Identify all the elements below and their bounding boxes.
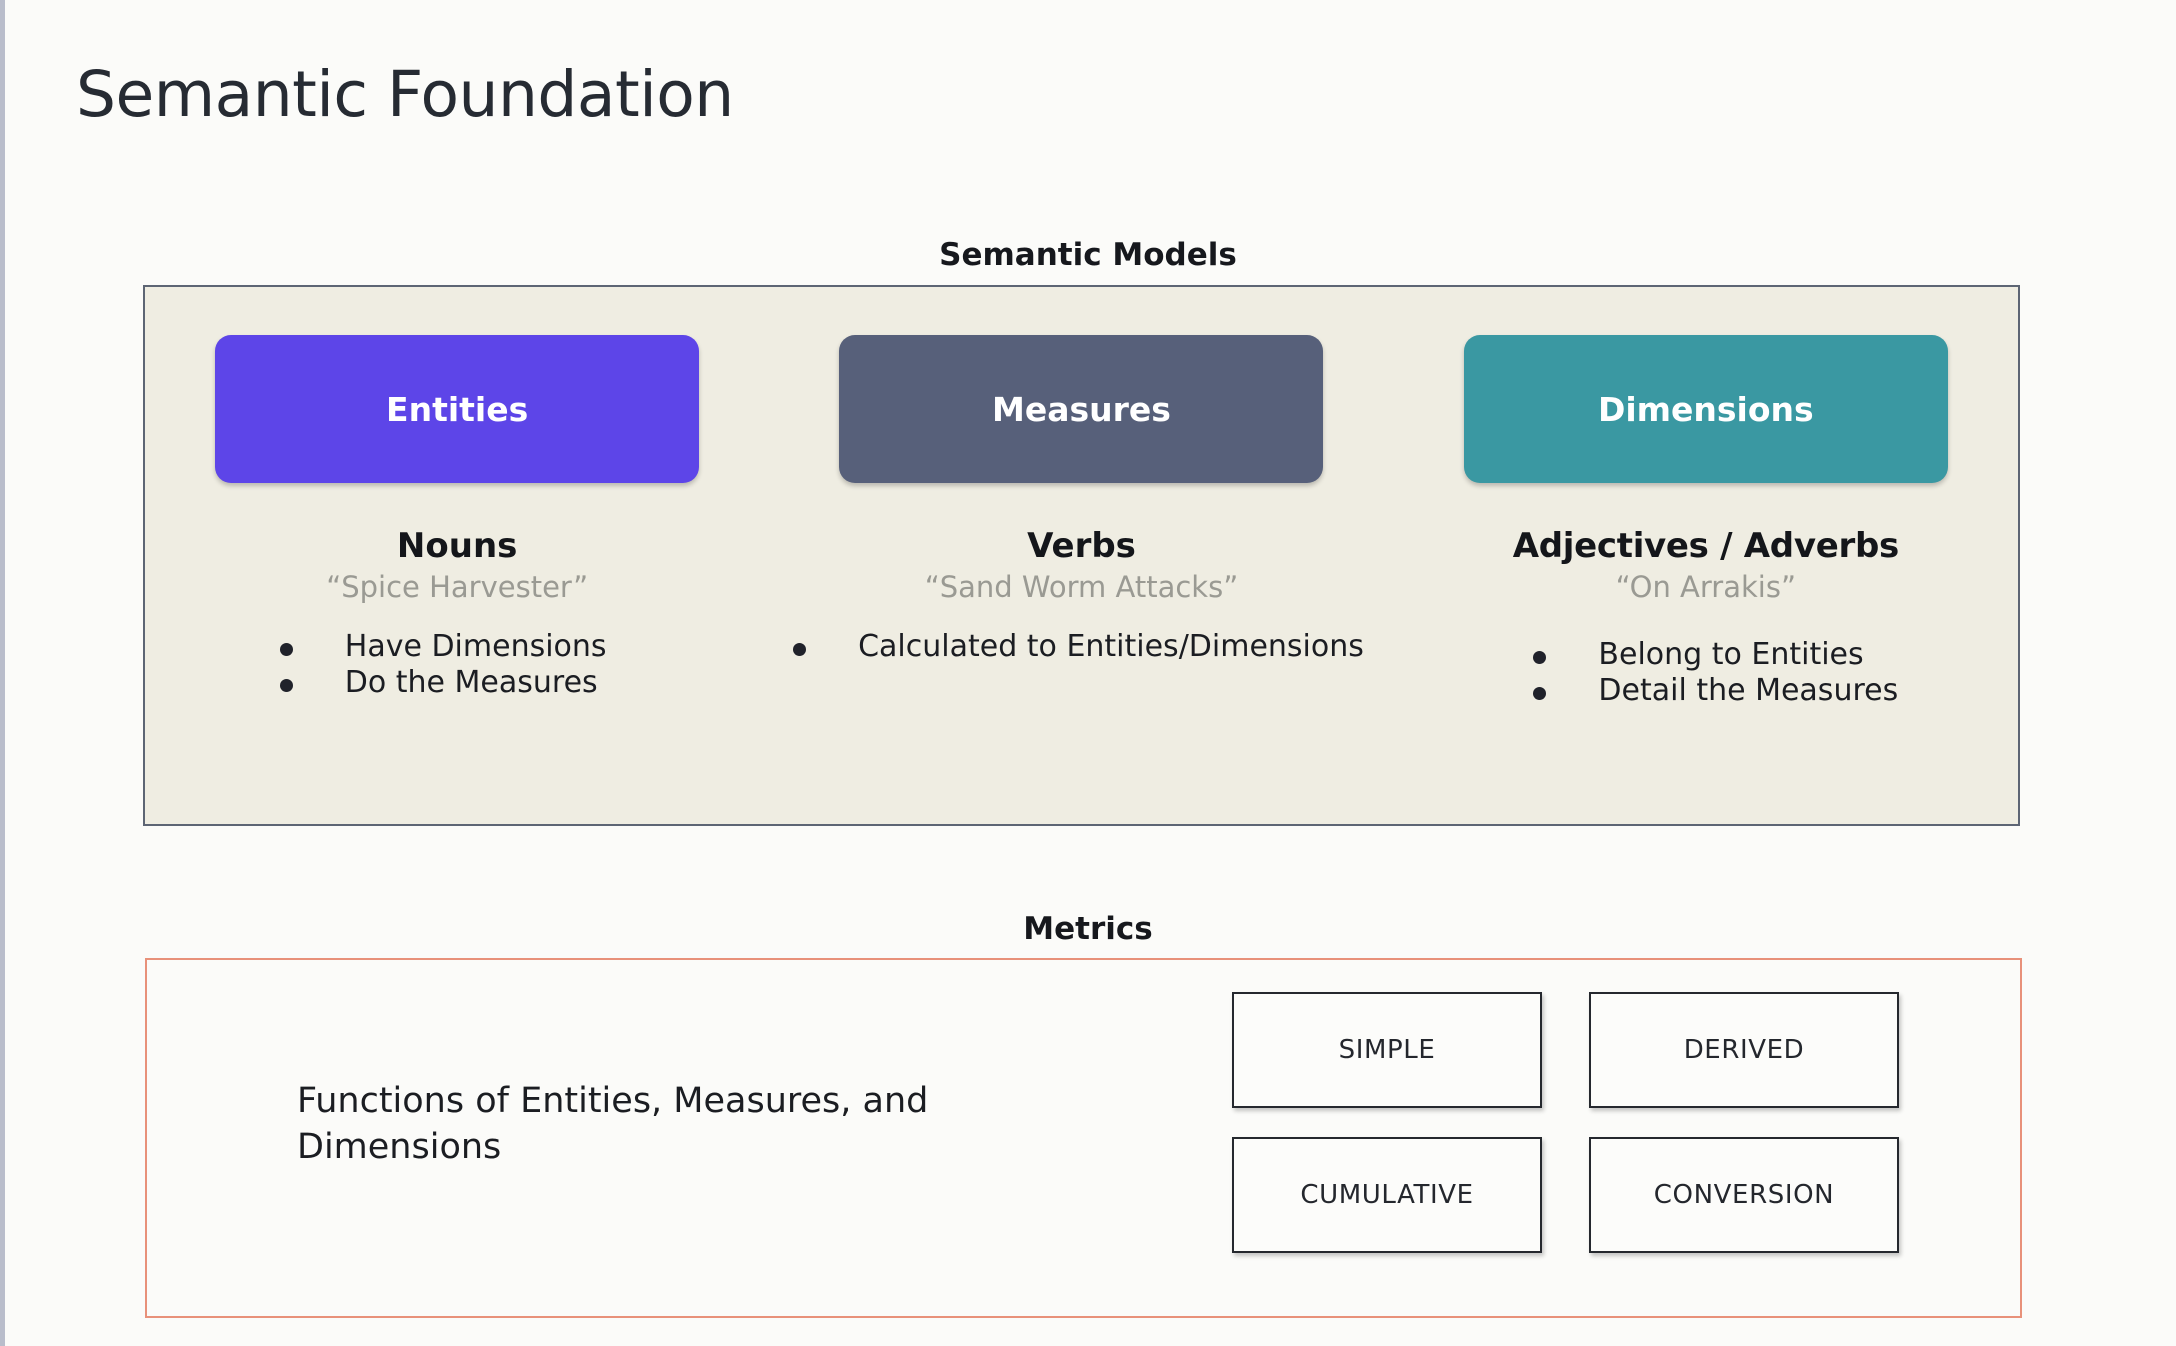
dimensions-bullet-text: Belong to Entities (1598, 637, 1864, 672)
metrics-type-grid: SIMPLE DERIVED CUMULATIVE CONVERSION (1232, 992, 1899, 1253)
dimensions-example: “On Arrakis” (1615, 570, 1796, 604)
bullet-dot-icon (793, 643, 807, 656)
measures-bullet-list: Calculated to Entities/Dimensions (793, 629, 1364, 666)
semantic-models-grid: Entities Nouns “Spice Harvester” Have Di… (145, 287, 2018, 824)
dimensions-pill[interactable]: Dimensions (1463, 335, 1948, 483)
measures-pill[interactable]: Measures (839, 335, 1324, 483)
measures-part-of-speech: Verbs (1027, 526, 1136, 566)
metrics-panel: Functions of Entities, Measures, and Dim… (145, 958, 2022, 1318)
metrics-caption: Metrics (1023, 911, 1153, 947)
metric-type-derived[interactable]: DERIVED (1589, 992, 1899, 1108)
list-item: Belong to Entities (1533, 637, 1898, 672)
dimensions-bullet-text: Detail the Measures (1598, 673, 1899, 709)
semantic-model-column-dimensions: Dimensions Adjectives / Adverbs “On Arra… (1394, 287, 2018, 824)
page-title: Semantic Foundation (76, 58, 734, 131)
metrics-description: Functions of Entities, Measures, and Dim… (297, 1081, 929, 1168)
list-item: Do the Measures (279, 665, 607, 701)
semantic-models-caption: Semantic Models (939, 237, 1237, 273)
metric-type-simple[interactable]: SIMPLE (1232, 992, 1542, 1108)
semantic-models-panel: Entities Nouns “Spice Harvester” Have Di… (143, 285, 2020, 826)
entities-bullet-text: Have Dimensions (344, 629, 607, 664)
dimensions-bullet-list: Belong to Entities Detail the Measures (1533, 637, 1899, 710)
list-item: Have Dimensions (279, 629, 607, 664)
metric-type-conversion[interactable]: CONVERSION (1589, 1137, 1899, 1253)
list-item: Detail the Measures (1533, 673, 1899, 709)
measures-example: “Sand Worm Attacks” (924, 570, 1239, 604)
entities-bullet-list: Have Dimensions Do the Measures (279, 629, 607, 702)
dimensions-part-of-speech: Adjectives / Adverbs (1512, 526, 1900, 566)
entities-example: “Spice Harvester” (326, 570, 589, 604)
measures-bullet-text: Calculated to Entities/Dimensions (858, 629, 1364, 664)
bullet-dot-icon (279, 679, 293, 693)
bullet-dot-icon (1533, 651, 1547, 664)
metric-type-cumulative[interactable]: CUMULATIVE (1232, 1137, 1542, 1253)
entities-bullet-text: Do the Measures (344, 665, 598, 701)
entities-pill[interactable]: Entities (215, 335, 700, 483)
slide-left-edge (0, 0, 5, 1346)
list-item: Calculated to Entities/Dimensions (793, 629, 1364, 664)
bullet-dot-icon (1533, 687, 1547, 701)
semantic-model-column-measures: Measures Verbs “Sand Worm Attacks” Calcu… (769, 287, 1393, 824)
semantic-model-column-entities: Entities Nouns “Spice Harvester” Have Di… (145, 287, 769, 824)
bullet-dot-icon (279, 643, 293, 656)
entities-part-of-speech: Nouns (396, 526, 518, 566)
